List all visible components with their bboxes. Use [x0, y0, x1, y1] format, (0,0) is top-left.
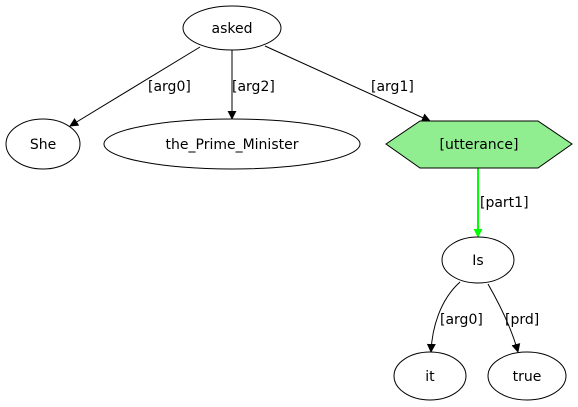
node-true: true [487, 351, 567, 401]
node-she-label: She [30, 137, 56, 153]
node-prime-minister-shape [103, 118, 361, 170]
edge-asked-she-label: [arg0] [148, 79, 191, 95]
edge-asked-she: [arg0] [69, 46, 201, 127]
node-is-shape [441, 236, 515, 284]
edge-is-it-label: [arg0] [440, 312, 483, 328]
edge-is-true-label: [prd] [505, 312, 539, 328]
node-true-label: true [513, 369, 542, 385]
node-she-shape [5, 118, 81, 170]
node-it-label: it [425, 369, 435, 385]
node-asked-label: asked [212, 21, 253, 37]
node-prime-minister-label: the_Prime_Minister [166, 137, 299, 153]
edge-asked-utterance-label: [arg1] [371, 79, 414, 95]
node-it: it [393, 351, 467, 401]
edge-is-true: [prd] [487, 283, 539, 353]
edge-asked-utterance-line [264, 45, 431, 122]
edge-utterance-is-label: [part1] [480, 195, 529, 211]
node-is-label: Is [472, 253, 483, 269]
node-it-shape [393, 351, 467, 401]
edge-asked-prime-minister: [arg2] [227, 50, 275, 120]
node-she: She [5, 118, 81, 170]
node-asked: asked [182, 5, 282, 51]
edge-asked-utterance: [arg1] [264, 45, 431, 122]
edge-asked-she-line [69, 46, 201, 127]
node-prime-minister: the_Prime_Minister [103, 118, 361, 170]
edge-utterance-is: [part1] [473, 168, 529, 238]
node-utterance-shape [385, 120, 573, 169]
node-utterance-label: [utterance] [440, 137, 519, 153]
node-is: Is [441, 236, 515, 284]
edge-is-true-line [487, 283, 521, 353]
node-asked-shape [182, 5, 282, 51]
node-utterance: [utterance] [385, 120, 573, 169]
edge-asked-prime-minister-label: [arg2] [232, 79, 275, 95]
node-true-shape [487, 351, 567, 401]
edge-is-it-line [426, 281, 461, 353]
edge-is-it: [arg0] [426, 281, 483, 353]
